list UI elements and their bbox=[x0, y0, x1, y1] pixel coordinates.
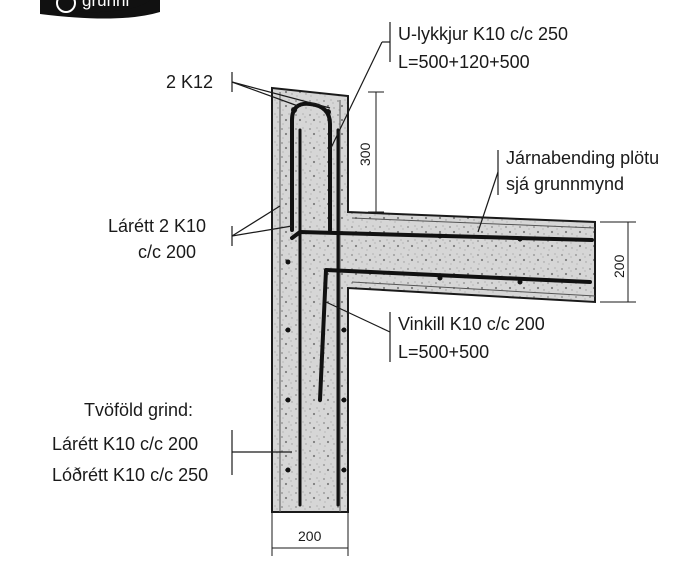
rebar bbox=[285, 101, 594, 507]
dim-wall-width: 200 bbox=[298, 528, 322, 544]
u-bar bbox=[290, 101, 332, 232]
label-top-rebar: 2 K12 bbox=[166, 72, 213, 92]
label-horizontal-1: Lárétt 2 K10 bbox=[108, 216, 206, 236]
label-angle-bar-1: Vinkill K10 c/c 200 bbox=[398, 314, 545, 334]
label-double-grid-3: Lóðrétt K10 c/c 250 bbox=[52, 465, 208, 485]
logo: grunni bbox=[40, 0, 160, 19]
label-u-bar-1: U-lykkjur K10 c/c 250 bbox=[398, 24, 568, 44]
dim-wall-top: 300 bbox=[357, 142, 373, 166]
label-slab-bending-2: sjá grunnmynd bbox=[506, 174, 624, 194]
logo-text: grunni bbox=[82, 0, 129, 10]
label-u-bar-2: L=500+120+500 bbox=[398, 52, 530, 72]
label-horizontal-2: c/c 200 bbox=[138, 242, 196, 262]
angle-bar bbox=[318, 268, 592, 402]
leader-lines bbox=[231, 22, 499, 475]
label-double-grid-2: Lárétt K10 c/c 200 bbox=[52, 434, 198, 454]
dimension-lines bbox=[271, 91, 636, 556]
label-double-grid-1: Tvöföld grind: bbox=[84, 400, 193, 420]
label-slab-bending-1: Járnabending plötu bbox=[506, 148, 659, 168]
dim-slab-thickness: 200 bbox=[611, 254, 627, 278]
slab-top-bar bbox=[290, 230, 594, 242]
label-angle-bar-2: L=500+500 bbox=[398, 342, 489, 362]
